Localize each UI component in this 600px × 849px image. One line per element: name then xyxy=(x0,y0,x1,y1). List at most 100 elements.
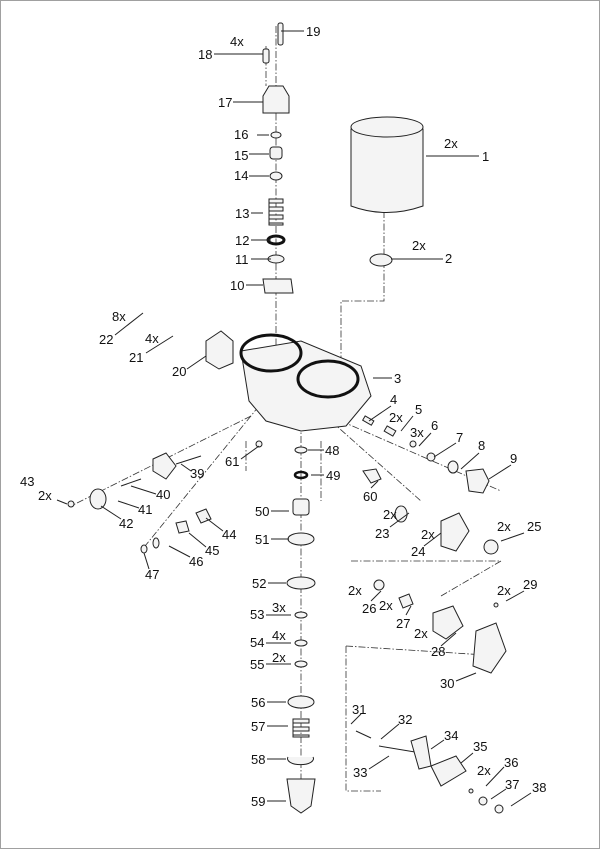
leader-line xyxy=(430,739,445,750)
part-40-pin xyxy=(120,478,142,487)
callout-50: 50 xyxy=(255,504,289,519)
part-number: 54 xyxy=(250,635,264,650)
part-number: 14 xyxy=(234,168,248,183)
callout-11: 11 xyxy=(235,252,271,267)
part-37-nut xyxy=(478,796,488,806)
callout-61: 61 xyxy=(225,445,260,469)
callout-57: 57 xyxy=(251,719,288,734)
part-number: 37 xyxy=(505,777,519,792)
part-number: 56 xyxy=(251,695,265,710)
leader-line xyxy=(240,445,260,460)
leader-line xyxy=(130,485,157,495)
part-number: 13 xyxy=(235,206,249,221)
part-43-screw xyxy=(67,500,75,508)
callout-60: 60 xyxy=(363,480,379,504)
callout-6: 63x xyxy=(410,418,438,447)
part-52-disc xyxy=(286,576,316,590)
leader-line xyxy=(186,355,207,370)
part-number: 31 xyxy=(352,702,366,717)
callout-38: 38 xyxy=(510,780,546,807)
callout-13: 13 xyxy=(235,206,263,221)
part-number: 58 xyxy=(251,752,265,767)
quantity-label: 2x xyxy=(412,238,426,253)
part-23-oring xyxy=(394,505,408,523)
callout-56: 56 xyxy=(251,695,286,710)
part-36-oring xyxy=(468,788,474,794)
part-54-oring xyxy=(294,639,308,647)
part-57-spring xyxy=(292,718,310,738)
leader-line xyxy=(389,512,410,528)
leader-line xyxy=(114,312,144,336)
part-46-seal xyxy=(152,537,160,549)
part-number: 50 xyxy=(255,504,269,519)
part-number: 7 xyxy=(456,430,463,445)
part-2-seal-ring xyxy=(369,253,393,267)
part-number: 33 xyxy=(353,765,367,780)
leader-line xyxy=(380,723,400,740)
part-number: 20 xyxy=(172,364,186,379)
leader-line xyxy=(423,532,442,547)
part-number: 53 xyxy=(250,607,264,622)
part-53-oring xyxy=(294,611,308,619)
callout-7: 7 xyxy=(433,430,463,458)
leader-line xyxy=(370,590,382,602)
leader-line xyxy=(117,500,140,509)
leader-line xyxy=(100,505,122,520)
part-3-housing xyxy=(240,340,372,432)
callout-51: 51 xyxy=(255,532,289,547)
leader-line xyxy=(405,605,412,616)
leader-line xyxy=(56,499,68,505)
quantity-label: 4x xyxy=(230,34,244,49)
leader-line xyxy=(400,415,414,432)
callout-8: 8 xyxy=(460,438,485,470)
part-29-pin xyxy=(493,602,499,608)
leader-line xyxy=(500,532,525,542)
callout-41: 41 xyxy=(117,500,152,517)
part-number: 48 xyxy=(325,443,339,458)
quantity-label: 2x xyxy=(414,626,428,641)
leader-line xyxy=(485,766,505,787)
part-35-solenoid xyxy=(430,755,467,787)
leader-line xyxy=(440,632,457,647)
part-number: 44 xyxy=(222,527,236,542)
part-number: 42 xyxy=(119,516,133,531)
leader-line xyxy=(460,752,474,764)
part-25-filter xyxy=(483,539,499,555)
quantity-label: 2x xyxy=(38,488,52,503)
part-56-ring xyxy=(287,695,315,709)
callout-14: 14 xyxy=(234,168,269,183)
part-18-screw xyxy=(262,48,270,64)
part-number: 29 xyxy=(523,577,537,592)
part-28-flange xyxy=(432,605,464,640)
part-number: 32 xyxy=(398,712,412,727)
part-61-screw xyxy=(255,440,263,448)
part-number: 52 xyxy=(252,576,266,591)
part-51-ring xyxy=(287,532,315,546)
part-44-fitting xyxy=(195,508,212,524)
part-34-lever xyxy=(410,735,432,770)
part-number: 24 xyxy=(411,544,425,559)
part-number: 26 xyxy=(362,601,376,616)
part-4-spring xyxy=(361,415,375,426)
part-45-cone xyxy=(175,520,190,534)
callout-12: 12 xyxy=(235,233,271,248)
leader-line xyxy=(143,552,150,570)
callout-39: 39 xyxy=(180,463,204,481)
part-60-fitting xyxy=(362,468,382,484)
leader-line xyxy=(455,672,477,682)
part-number: 60 xyxy=(363,489,377,504)
part-number: 12 xyxy=(235,233,249,248)
callout-2: 22x xyxy=(391,238,452,266)
quantity-label: 2x xyxy=(348,583,362,598)
part-9-valve xyxy=(465,468,490,494)
quantity-label: 2x xyxy=(444,136,458,151)
